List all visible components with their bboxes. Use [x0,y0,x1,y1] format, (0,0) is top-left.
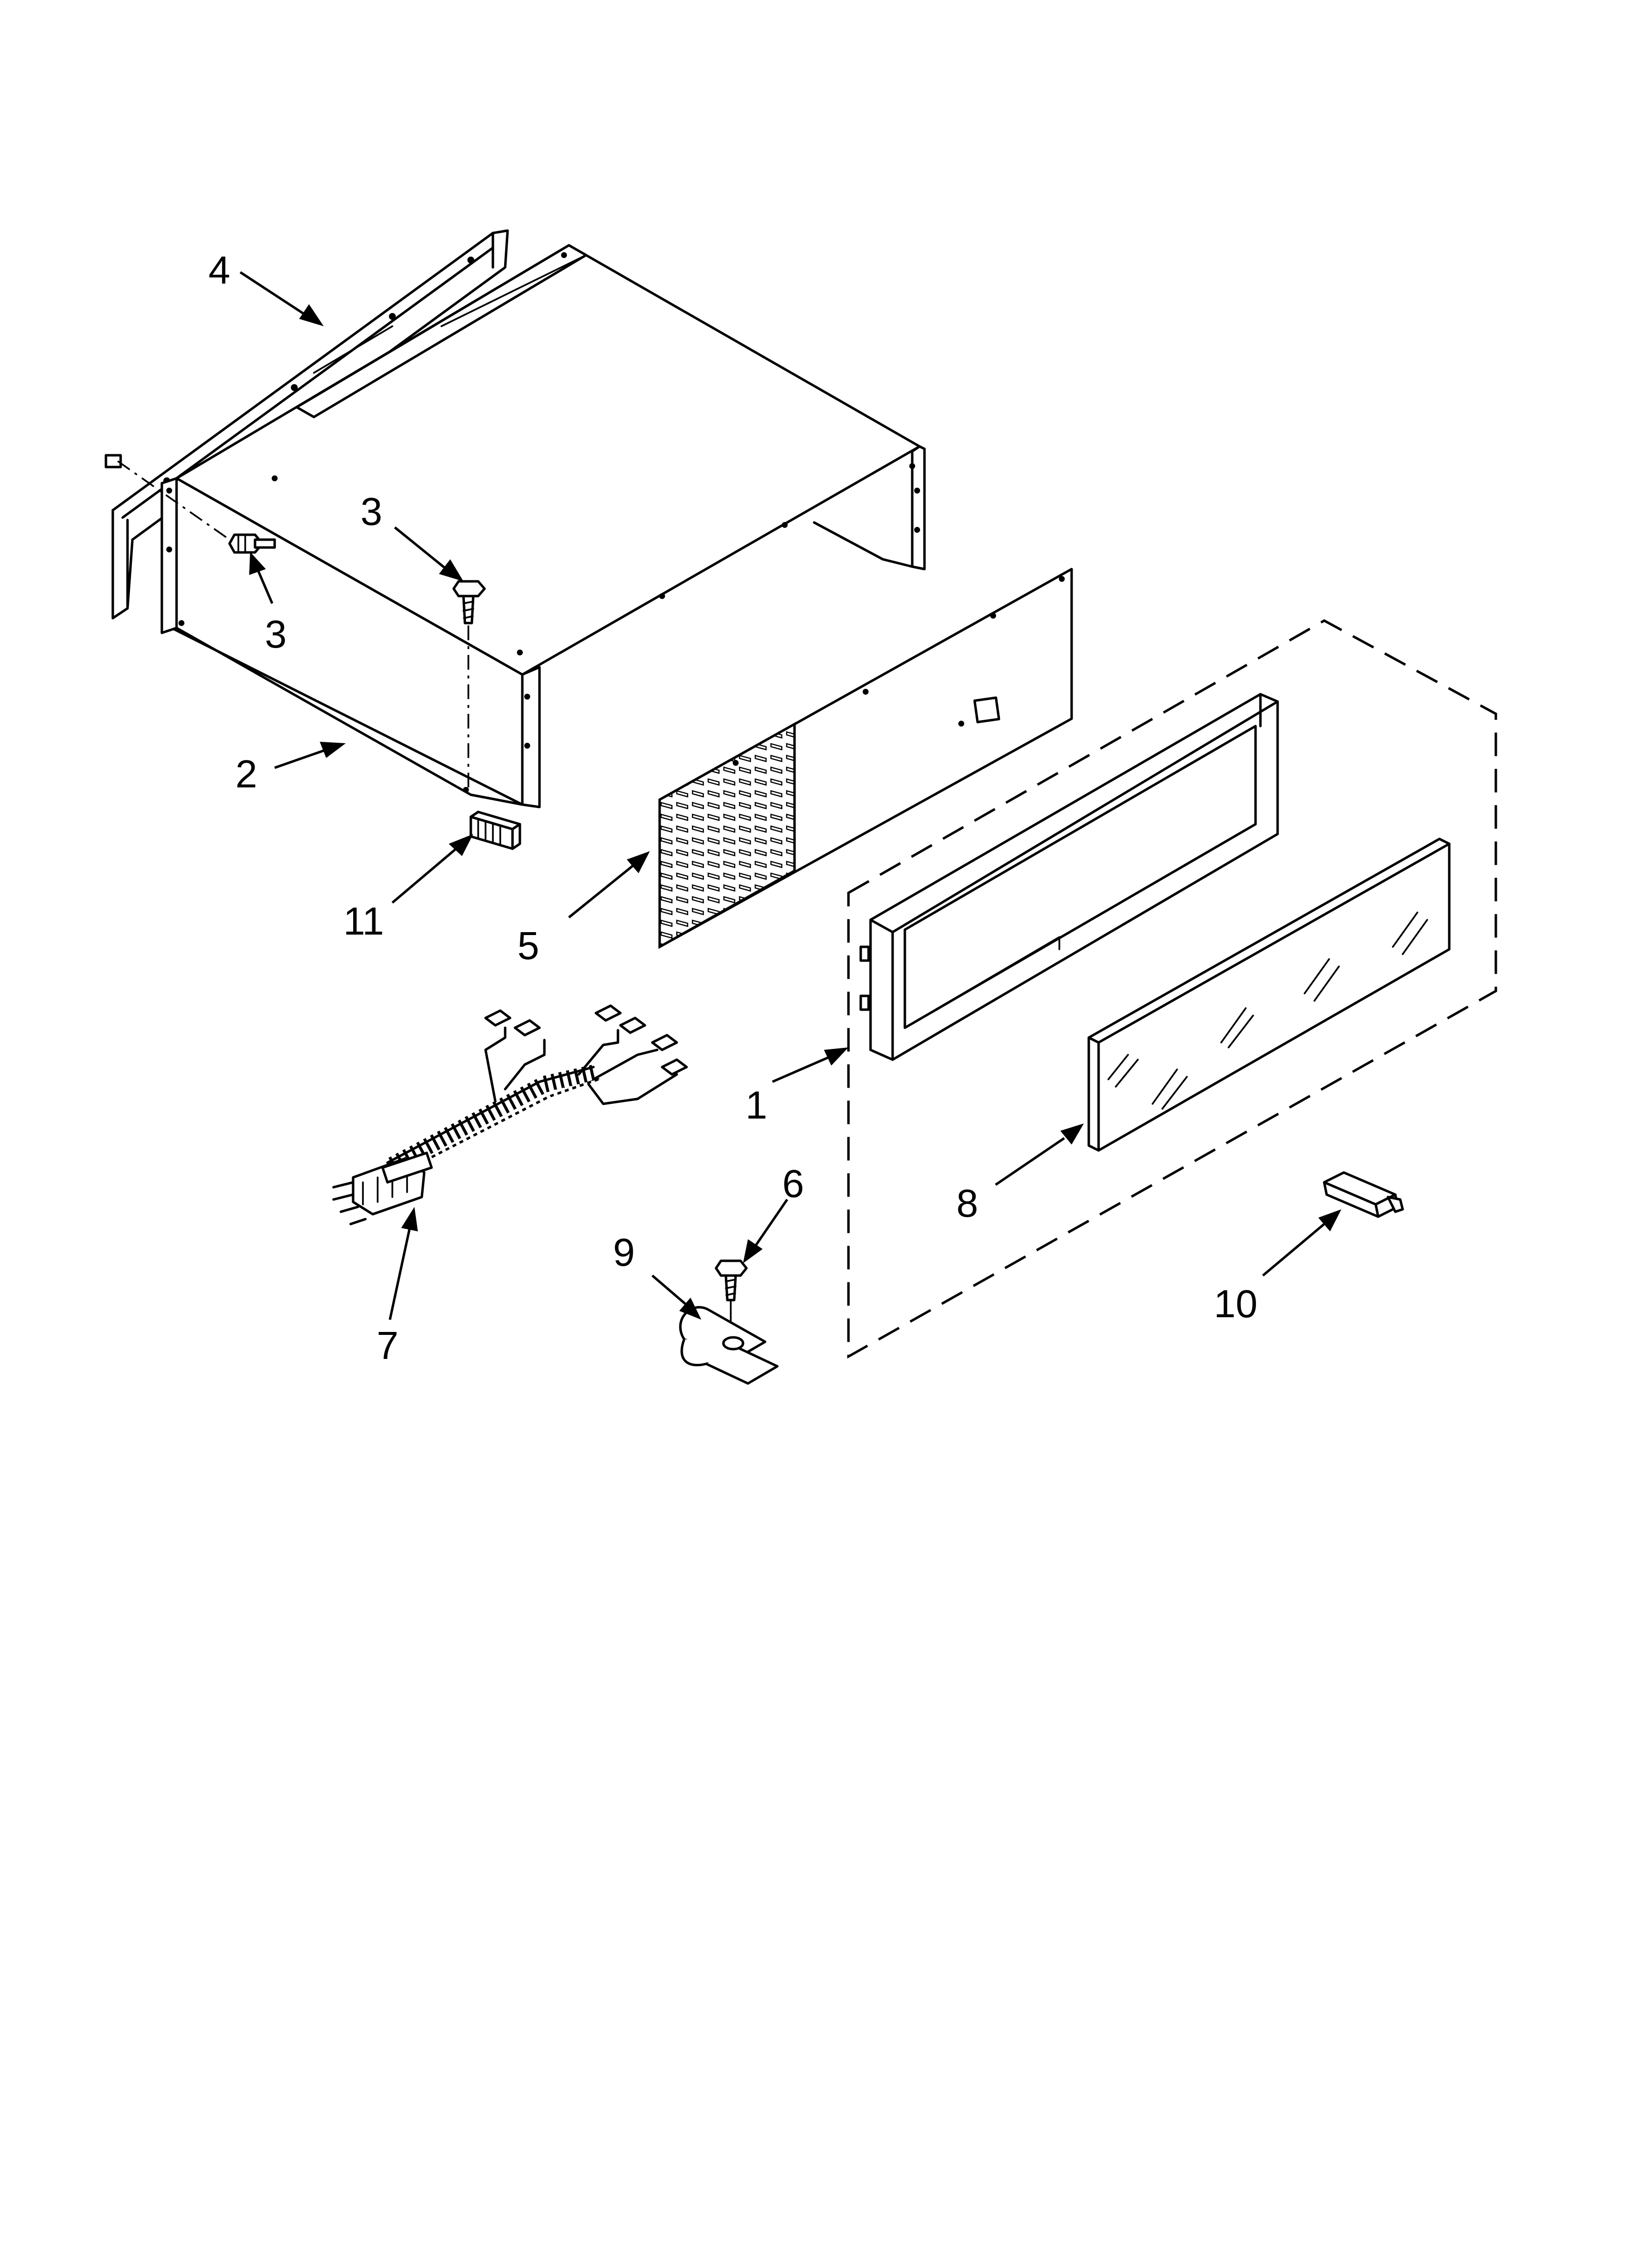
screw-part-3-left [228,533,276,554]
housing-part-2 [160,244,926,808]
callout-3-left: 3 [265,612,287,656]
glass-panel-part-8 [1087,837,1451,1152]
callout-10: 10 [1214,1282,1257,1326]
door-frame [859,693,1279,1061]
callout-5: 5 [517,924,539,967]
callout-4: 4 [208,248,231,292]
callout-2: 2 [235,752,257,796]
callout-11: 11 [343,899,384,943]
callout-8: 8 [956,1181,978,1225]
door-assembly-boundary-part-1 [847,619,1497,1359]
clip-part-11 [469,810,521,850]
callout-3-top: 3 [360,490,383,533]
screw-axis-line-left [117,460,231,541]
leader-lines [239,271,1341,1320]
clamp-part-9 [679,1306,779,1385]
callout-1: 1 [745,1083,768,1127]
screw-part-3-top [452,580,486,625]
wire-harness-part-7 [332,1004,688,1225]
screw-part-6 [715,1259,748,1302]
latch-part-10 [1323,1171,1404,1218]
callout-6: 6 [782,1162,804,1205]
callout-7: 7 [377,1324,399,1367]
callout-labels: 4 3 3 2 11 5 1 8 6 9 7 10 [208,248,1257,1367]
callout-9: 9 [613,1230,635,1274]
grille-panel-part-5 [658,568,1073,949]
